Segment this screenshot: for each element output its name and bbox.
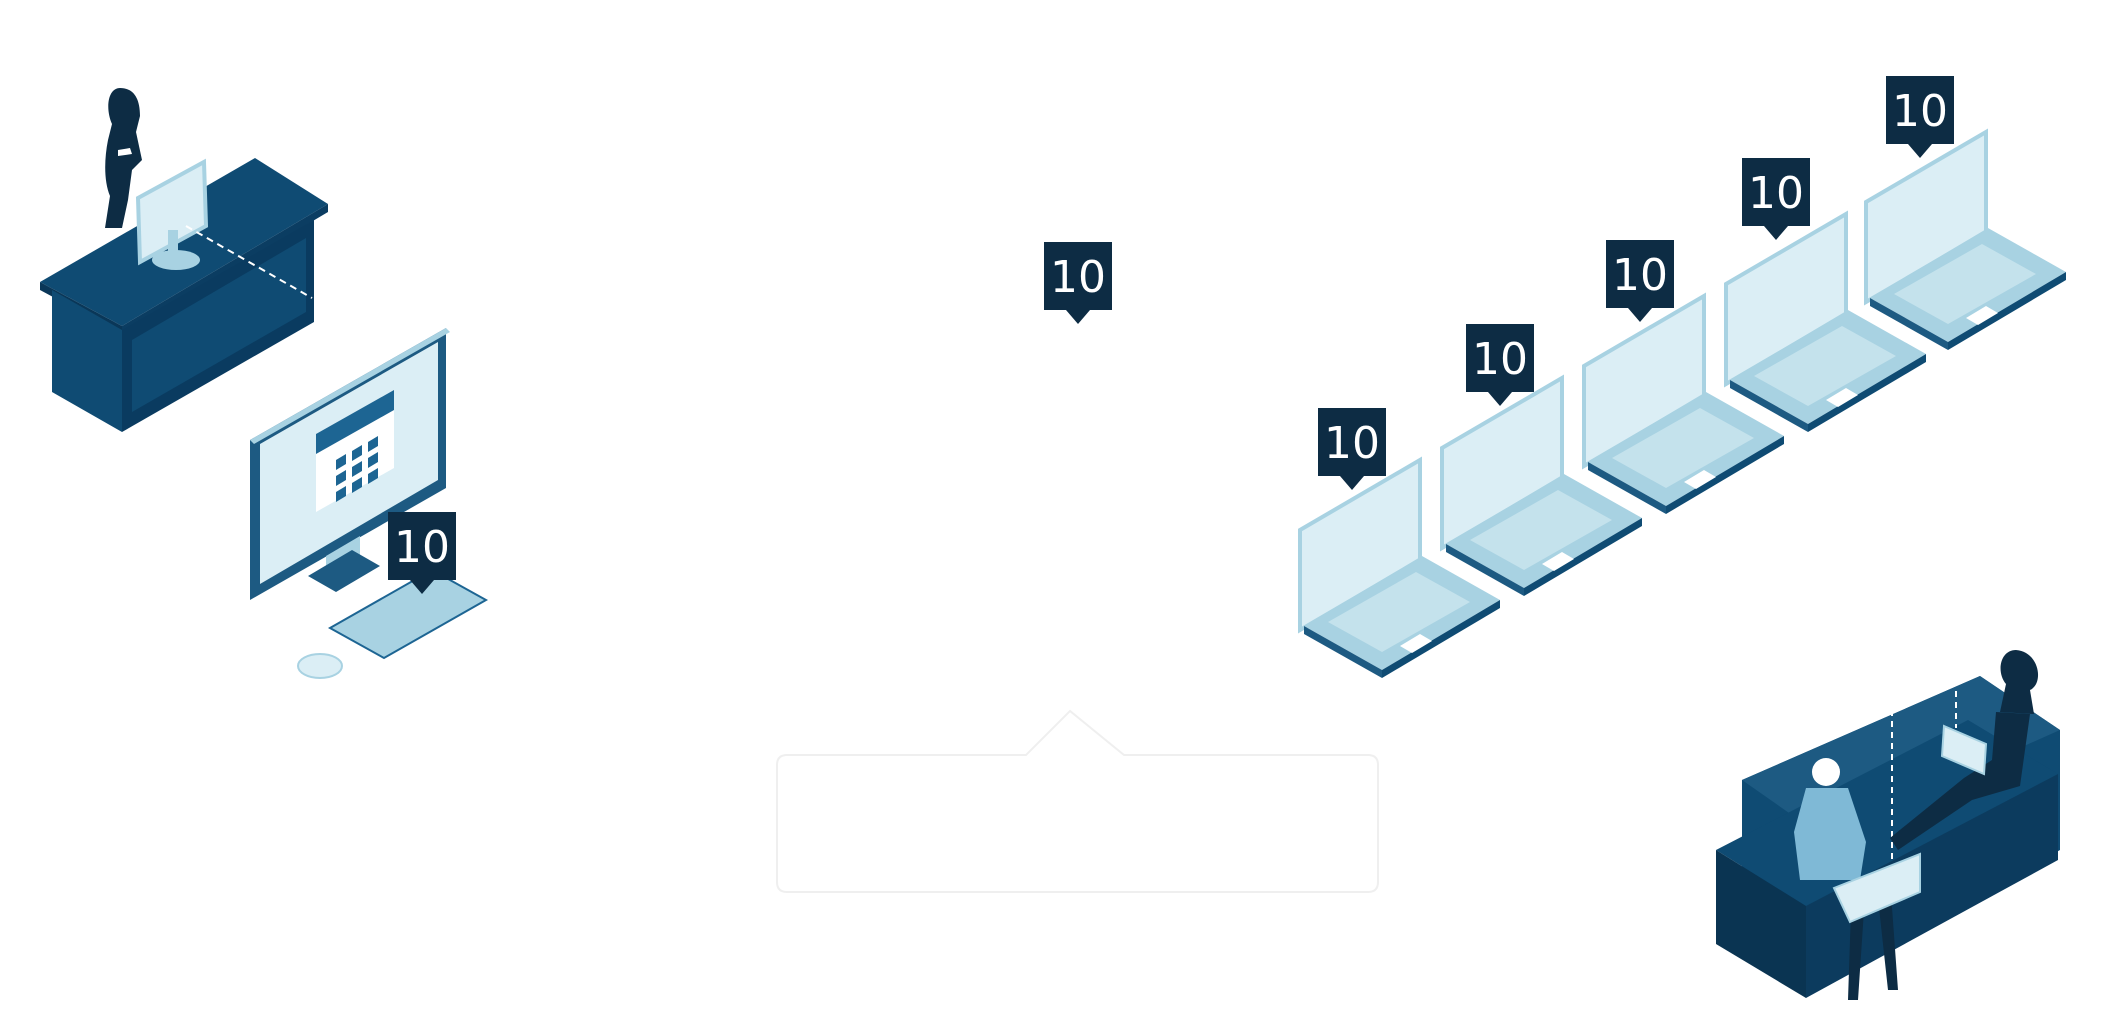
reception-desk-icon[interactable] xyxy=(40,88,328,432)
laptop-icon[interactable] xyxy=(1724,210,1926,432)
marker-count-label: 10 xyxy=(1612,250,1668,301)
count-marker-desktop[interactable]: 10 xyxy=(388,512,456,594)
tooltip-panel xyxy=(776,709,1379,893)
marker-count-label: 10 xyxy=(1748,168,1804,219)
sofa-with-people-icon[interactable] xyxy=(1716,650,2060,1000)
count-marker-center[interactable]: 10 xyxy=(1044,242,1112,324)
marker-count-label: 10 xyxy=(1892,86,1948,137)
marker-count-label: 10 xyxy=(1472,334,1528,385)
count-marker-laptop-5[interactable]: 10 xyxy=(1886,76,1954,158)
marker-count-label: 10 xyxy=(1324,418,1380,469)
laptop-row xyxy=(1298,128,2066,678)
count-marker-laptop-2[interactable]: 10 xyxy=(1466,324,1534,406)
marker-count-label: 10 xyxy=(394,522,450,573)
count-marker-laptop-1[interactable]: 10 xyxy=(1318,408,1386,490)
marker-count-label: 10 xyxy=(1050,252,1106,303)
laptop-icon[interactable] xyxy=(1864,128,2066,350)
laptop-icon[interactable] xyxy=(1582,292,1784,514)
desktop-calendar-icon[interactable] xyxy=(250,328,489,679)
laptop-icon[interactable] xyxy=(1440,374,1642,596)
laptop-icon[interactable] xyxy=(1298,456,1500,678)
count-marker-laptop-4[interactable]: 10 xyxy=(1742,158,1810,240)
count-marker-laptop-3[interactable]: 10 xyxy=(1606,240,1674,322)
